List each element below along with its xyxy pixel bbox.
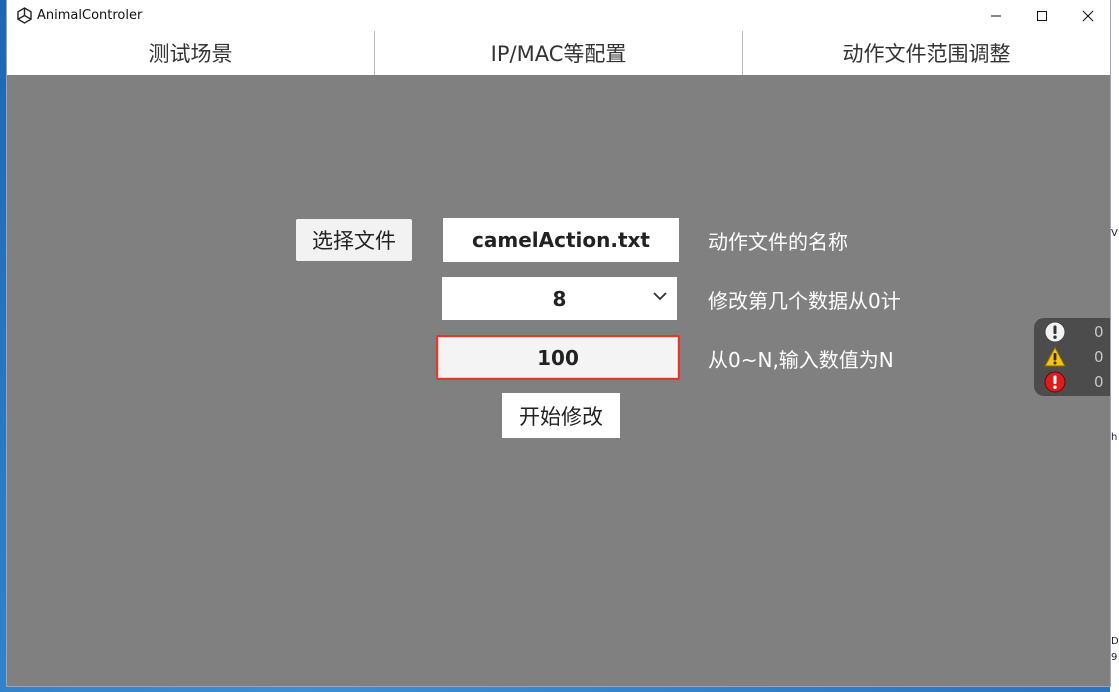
start-modify-button[interactable]: 开始修改 xyxy=(502,393,620,438)
close-button[interactable] xyxy=(1065,0,1111,31)
tab-ip-mac-config[interactable]: IP/MAC等配置 xyxy=(375,31,743,75)
minimize-icon xyxy=(991,15,1001,16)
desktop-edge-char: V xyxy=(1111,228,1118,239)
console-counter-panel[interactable]: 0 0 0 xyxy=(1034,318,1110,396)
minimize-button[interactable] xyxy=(973,0,1019,31)
tab-test-scene[interactable]: 测试场景 xyxy=(7,31,375,75)
close-icon xyxy=(1082,10,1094,21)
desktop-edge-char: 9 xyxy=(1111,652,1118,663)
tab-bar: 测试场景 IP/MAC等配置 动作文件范围调整 xyxy=(7,31,1110,75)
data-index-dropdown[interactable]: 8 xyxy=(442,277,677,320)
value-caption: 从0~N,输入数值为N xyxy=(708,348,894,372)
maximize-icon xyxy=(1037,10,1047,21)
error-count: 0 xyxy=(1094,373,1104,391)
info-counter: 0 xyxy=(1044,321,1110,343)
warning-count: 0 xyxy=(1094,348,1104,366)
info-count: 0 xyxy=(1094,323,1104,341)
select-file-button[interactable]: 选择文件 xyxy=(296,219,412,261)
error-counter: 0 xyxy=(1044,371,1110,393)
data-index-value: 8 xyxy=(552,286,567,311)
chevron-down-icon xyxy=(653,292,667,301)
window-title: AnimalControler xyxy=(37,8,143,23)
maximize-button[interactable] xyxy=(1019,0,1065,31)
value-input[interactable]: 100 xyxy=(436,335,680,380)
desktop-edge-strip: V h D 9 xyxy=(1110,0,1119,692)
warning-icon xyxy=(1044,346,1066,367)
main-panel: 选择文件 camelAction.txt 动作文件的名称 8 修改第几个数据从0… xyxy=(7,75,1110,686)
app-window: AnimalControler 测试场景 IP/MAC等配置 动作文件范围调整 … xyxy=(7,0,1110,686)
tab-action-range-adjust[interactable]: 动作文件范围调整 xyxy=(842,42,1011,66)
unity-icon xyxy=(17,7,32,24)
desktop-edge-char: D xyxy=(1111,636,1119,647)
file-name-caption: 动作文件的名称 xyxy=(708,230,848,254)
info-icon xyxy=(1044,321,1066,343)
warning-counter: 0 xyxy=(1044,346,1110,368)
data-index-caption: 修改第几个数据从0计 xyxy=(708,289,901,313)
error-icon xyxy=(1044,371,1066,393)
title-bar[interactable]: AnimalControler xyxy=(7,0,1110,31)
file-name-field[interactable]: camelAction.txt xyxy=(443,218,679,262)
desktop-edge-char: h xyxy=(1111,432,1118,443)
